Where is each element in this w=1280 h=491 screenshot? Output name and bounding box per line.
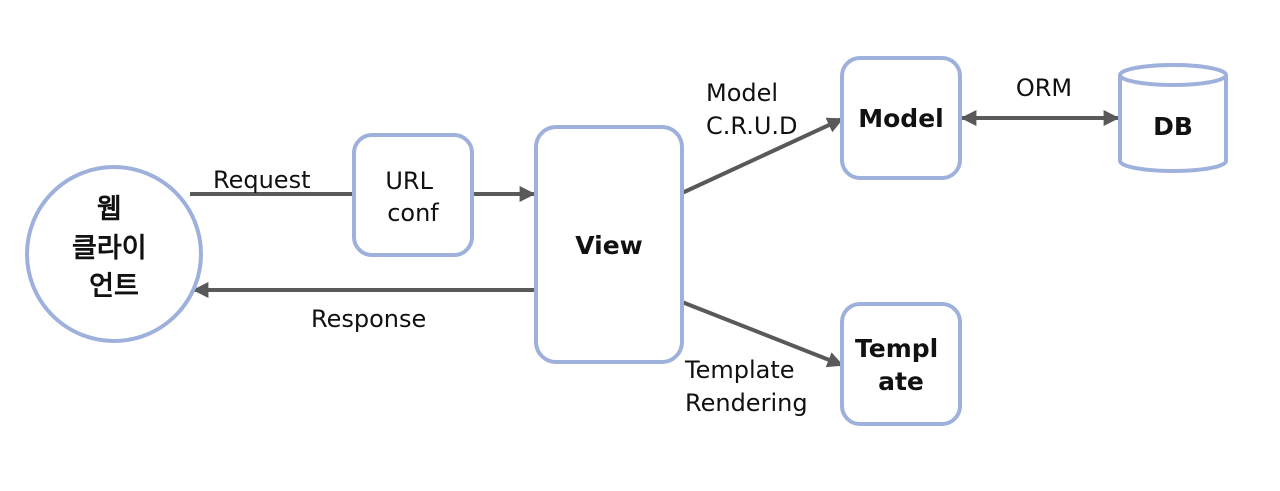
svg-text:URL conf: URL conf xyxy=(385,167,440,227)
response-label: Response xyxy=(311,305,426,333)
template-rendering-label-line-2: Rendering xyxy=(685,389,808,417)
urlconf-label-line-1: URL xyxy=(385,167,433,195)
web-client-node: 웹 클라이 언트 xyxy=(25,165,203,343)
svg-text:웹 클라이 언트: 웹 클라이 언트 xyxy=(72,194,156,302)
model-label: Model xyxy=(858,104,943,133)
web-client-label-line-1: 웹 xyxy=(97,194,122,225)
svg-text:Templ ate: Templ ate xyxy=(855,334,947,396)
view-label: View xyxy=(575,231,643,260)
model-crud-label-line-1: Model xyxy=(706,79,778,107)
web-client-label-line-2: 클라이 xyxy=(72,233,147,264)
template-rendering-arrow xyxy=(681,300,844,368)
web-client-label-line-3: 언트 xyxy=(89,271,139,302)
template-rendering-label-line-1: Template xyxy=(684,356,795,384)
model-crud-label-line-2: C.R.U.D xyxy=(706,112,798,140)
template-label-line-2: ate xyxy=(878,367,924,396)
model-node: Model xyxy=(840,56,962,180)
request-label: Request xyxy=(213,166,311,194)
urlconf-node: URL conf xyxy=(352,133,474,257)
urlconf-label-line-2: conf xyxy=(387,199,439,227)
model-crud-arrow xyxy=(681,117,844,195)
db-label: DB xyxy=(1153,112,1193,141)
template-node: Templ ate xyxy=(840,302,962,426)
db-node: DB xyxy=(1118,63,1228,173)
orm-label: ORM xyxy=(1016,74,1072,102)
svg-text:Template Rendering: Template Rendering xyxy=(684,356,808,417)
svg-text:Model C.R.U.D: Model C.R.U.D xyxy=(706,79,798,140)
view-node: View xyxy=(534,125,684,364)
template-label-line-1: Templ xyxy=(855,334,938,363)
